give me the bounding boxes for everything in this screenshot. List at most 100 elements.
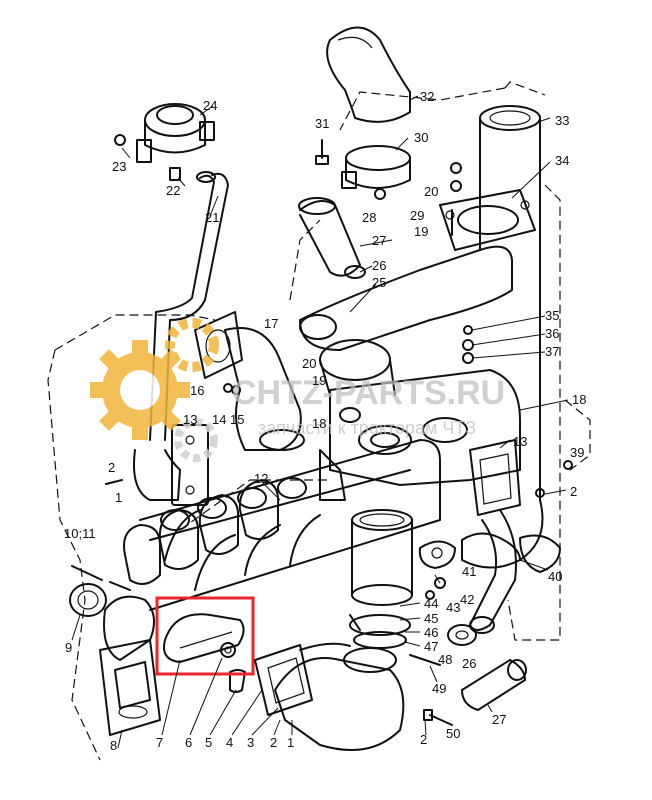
callout-34: 34 bbox=[555, 153, 569, 168]
callout-32: 32 bbox=[420, 89, 434, 104]
callout-41: 41 bbox=[462, 564, 476, 579]
callout-20-left: 20 bbox=[302, 356, 316, 371]
callout-44: 44 bbox=[424, 596, 438, 611]
callout-4: 4 bbox=[226, 735, 233, 750]
clamp-26-upper bbox=[344, 265, 366, 279]
bolt-31 bbox=[315, 139, 329, 165]
callout-28: 28 bbox=[362, 210, 376, 225]
outlet-elbow-pipe bbox=[274, 642, 405, 751]
part-37 bbox=[462, 352, 474, 364]
callout-18-left: 18 bbox=[312, 416, 326, 431]
callout-15: 15 bbox=[230, 412, 244, 427]
pipe-27-lower bbox=[461, 659, 527, 711]
part-36 bbox=[462, 339, 474, 351]
callout-24: 24 bbox=[203, 98, 217, 113]
callout-2-bottom-right: 2 bbox=[420, 732, 427, 747]
clamp-30 bbox=[341, 145, 411, 189]
exhaust-stack-33 bbox=[479, 105, 544, 561]
connecting-pipe-40 bbox=[469, 509, 517, 634]
callout-45: 45 bbox=[424, 611, 438, 626]
watermark-tagline: запчасти к тракторам ЧТЗ bbox=[258, 418, 476, 438]
cap-26-lower bbox=[447, 624, 477, 646]
silencer-cylinder bbox=[351, 509, 413, 606]
sealing-ring-9 bbox=[69, 583, 107, 617]
callout-1-left: 1 bbox=[115, 490, 122, 505]
intake-elbow-pipe-32 bbox=[326, 26, 411, 123]
callout-33: 33 bbox=[555, 113, 569, 128]
bolt-49 bbox=[409, 654, 441, 666]
callout-26-lower: 26 bbox=[462, 656, 476, 671]
leader-lines bbox=[71, 95, 569, 749]
callout-36: 36 bbox=[545, 326, 559, 341]
callout-16: 16 bbox=[190, 383, 204, 398]
manifold-gaskets-left bbox=[123, 479, 280, 585]
callout-19-right: 19 bbox=[414, 224, 428, 239]
washer-2-right bbox=[535, 488, 545, 498]
watermark-brand: CHTZ-PARTS.RU bbox=[232, 374, 505, 412]
nut-42 bbox=[434, 577, 446, 589]
callout-23: 23 bbox=[112, 159, 126, 174]
stud-10-11 bbox=[71, 565, 131, 591]
flange-34 bbox=[439, 189, 536, 251]
callout-46: 46 bbox=[424, 625, 438, 640]
callout-2-left: 2 bbox=[108, 460, 115, 475]
callout-25: 25 bbox=[372, 275, 386, 290]
flange-43 bbox=[418, 540, 456, 569]
bolt-50 bbox=[423, 709, 453, 726]
callout-40: 40 bbox=[548, 569, 562, 584]
callout-2-right: 2 bbox=[570, 484, 577, 499]
bolt-22 bbox=[169, 167, 181, 181]
exhaust-manifold-12 bbox=[139, 439, 441, 611]
callout-20-right: 20 bbox=[424, 184, 438, 199]
callout-1-bottom: 1 bbox=[287, 735, 294, 750]
callout-31: 31 bbox=[315, 116, 329, 131]
washer-15 bbox=[231, 385, 241, 395]
watermark: CHTZ-PARTS.RU запчасти к тракторам ЧТЗ bbox=[90, 318, 505, 462]
part-35 bbox=[463, 325, 473, 335]
callout-10-11: 10;11 bbox=[64, 526, 96, 541]
washer-20-right bbox=[450, 180, 462, 192]
callout-8: 8 bbox=[110, 738, 117, 753]
assembly-dashed-outlines bbox=[47, 81, 591, 761]
bolt-1-left bbox=[105, 479, 123, 485]
highlight-frame bbox=[155, 596, 255, 676]
callout-30: 30 bbox=[414, 130, 428, 145]
callout-27-lower: 27 bbox=[492, 712, 506, 727]
breather-tube-21 bbox=[149, 171, 229, 441]
callout-9: 9 bbox=[65, 640, 72, 655]
air-tube-25 bbox=[299, 245, 513, 396]
hose-27 bbox=[298, 197, 361, 277]
callout-2-bottom: 2 bbox=[270, 735, 277, 750]
nut-23 bbox=[114, 134, 126, 146]
callout-42: 42 bbox=[460, 592, 474, 607]
bolt-14 bbox=[223, 383, 233, 393]
callout-35: 35 bbox=[545, 308, 559, 323]
callout-13-left: 13 bbox=[183, 412, 197, 427]
callout-27-upper: 27 bbox=[372, 233, 386, 248]
gasket-13-right bbox=[469, 439, 521, 516]
elbow-left bbox=[103, 595, 155, 661]
clamp-45-48 bbox=[349, 614, 411, 649]
gasket-16 bbox=[194, 311, 243, 379]
nut-20-right bbox=[450, 162, 462, 174]
heat-shield-clamp-5-6-7 bbox=[163, 613, 246, 693]
callout-43: 43 bbox=[446, 600, 460, 615]
callout-17: 17 bbox=[264, 316, 278, 331]
hose-41 bbox=[461, 532, 561, 573]
nut-39 bbox=[563, 460, 573, 470]
callout-19-left: 19 bbox=[312, 373, 326, 388]
callout-47: 47 bbox=[424, 639, 438, 654]
callout-18-right: 18 bbox=[572, 392, 586, 407]
callout-48: 48 bbox=[438, 652, 452, 667]
callout-12: 12 bbox=[254, 471, 268, 486]
flange-8 bbox=[99, 639, 161, 736]
turbo-mount-housing bbox=[319, 369, 521, 501]
callout-22: 22 bbox=[166, 183, 180, 198]
callout-5: 5 bbox=[205, 735, 212, 750]
callout-50: 50 bbox=[446, 726, 460, 741]
callout-21: 21 bbox=[205, 210, 219, 225]
outlet-gasket-3-4 bbox=[254, 644, 313, 716]
callout-49: 49 bbox=[432, 681, 446, 696]
pipe-bend-17 bbox=[224, 327, 305, 451]
